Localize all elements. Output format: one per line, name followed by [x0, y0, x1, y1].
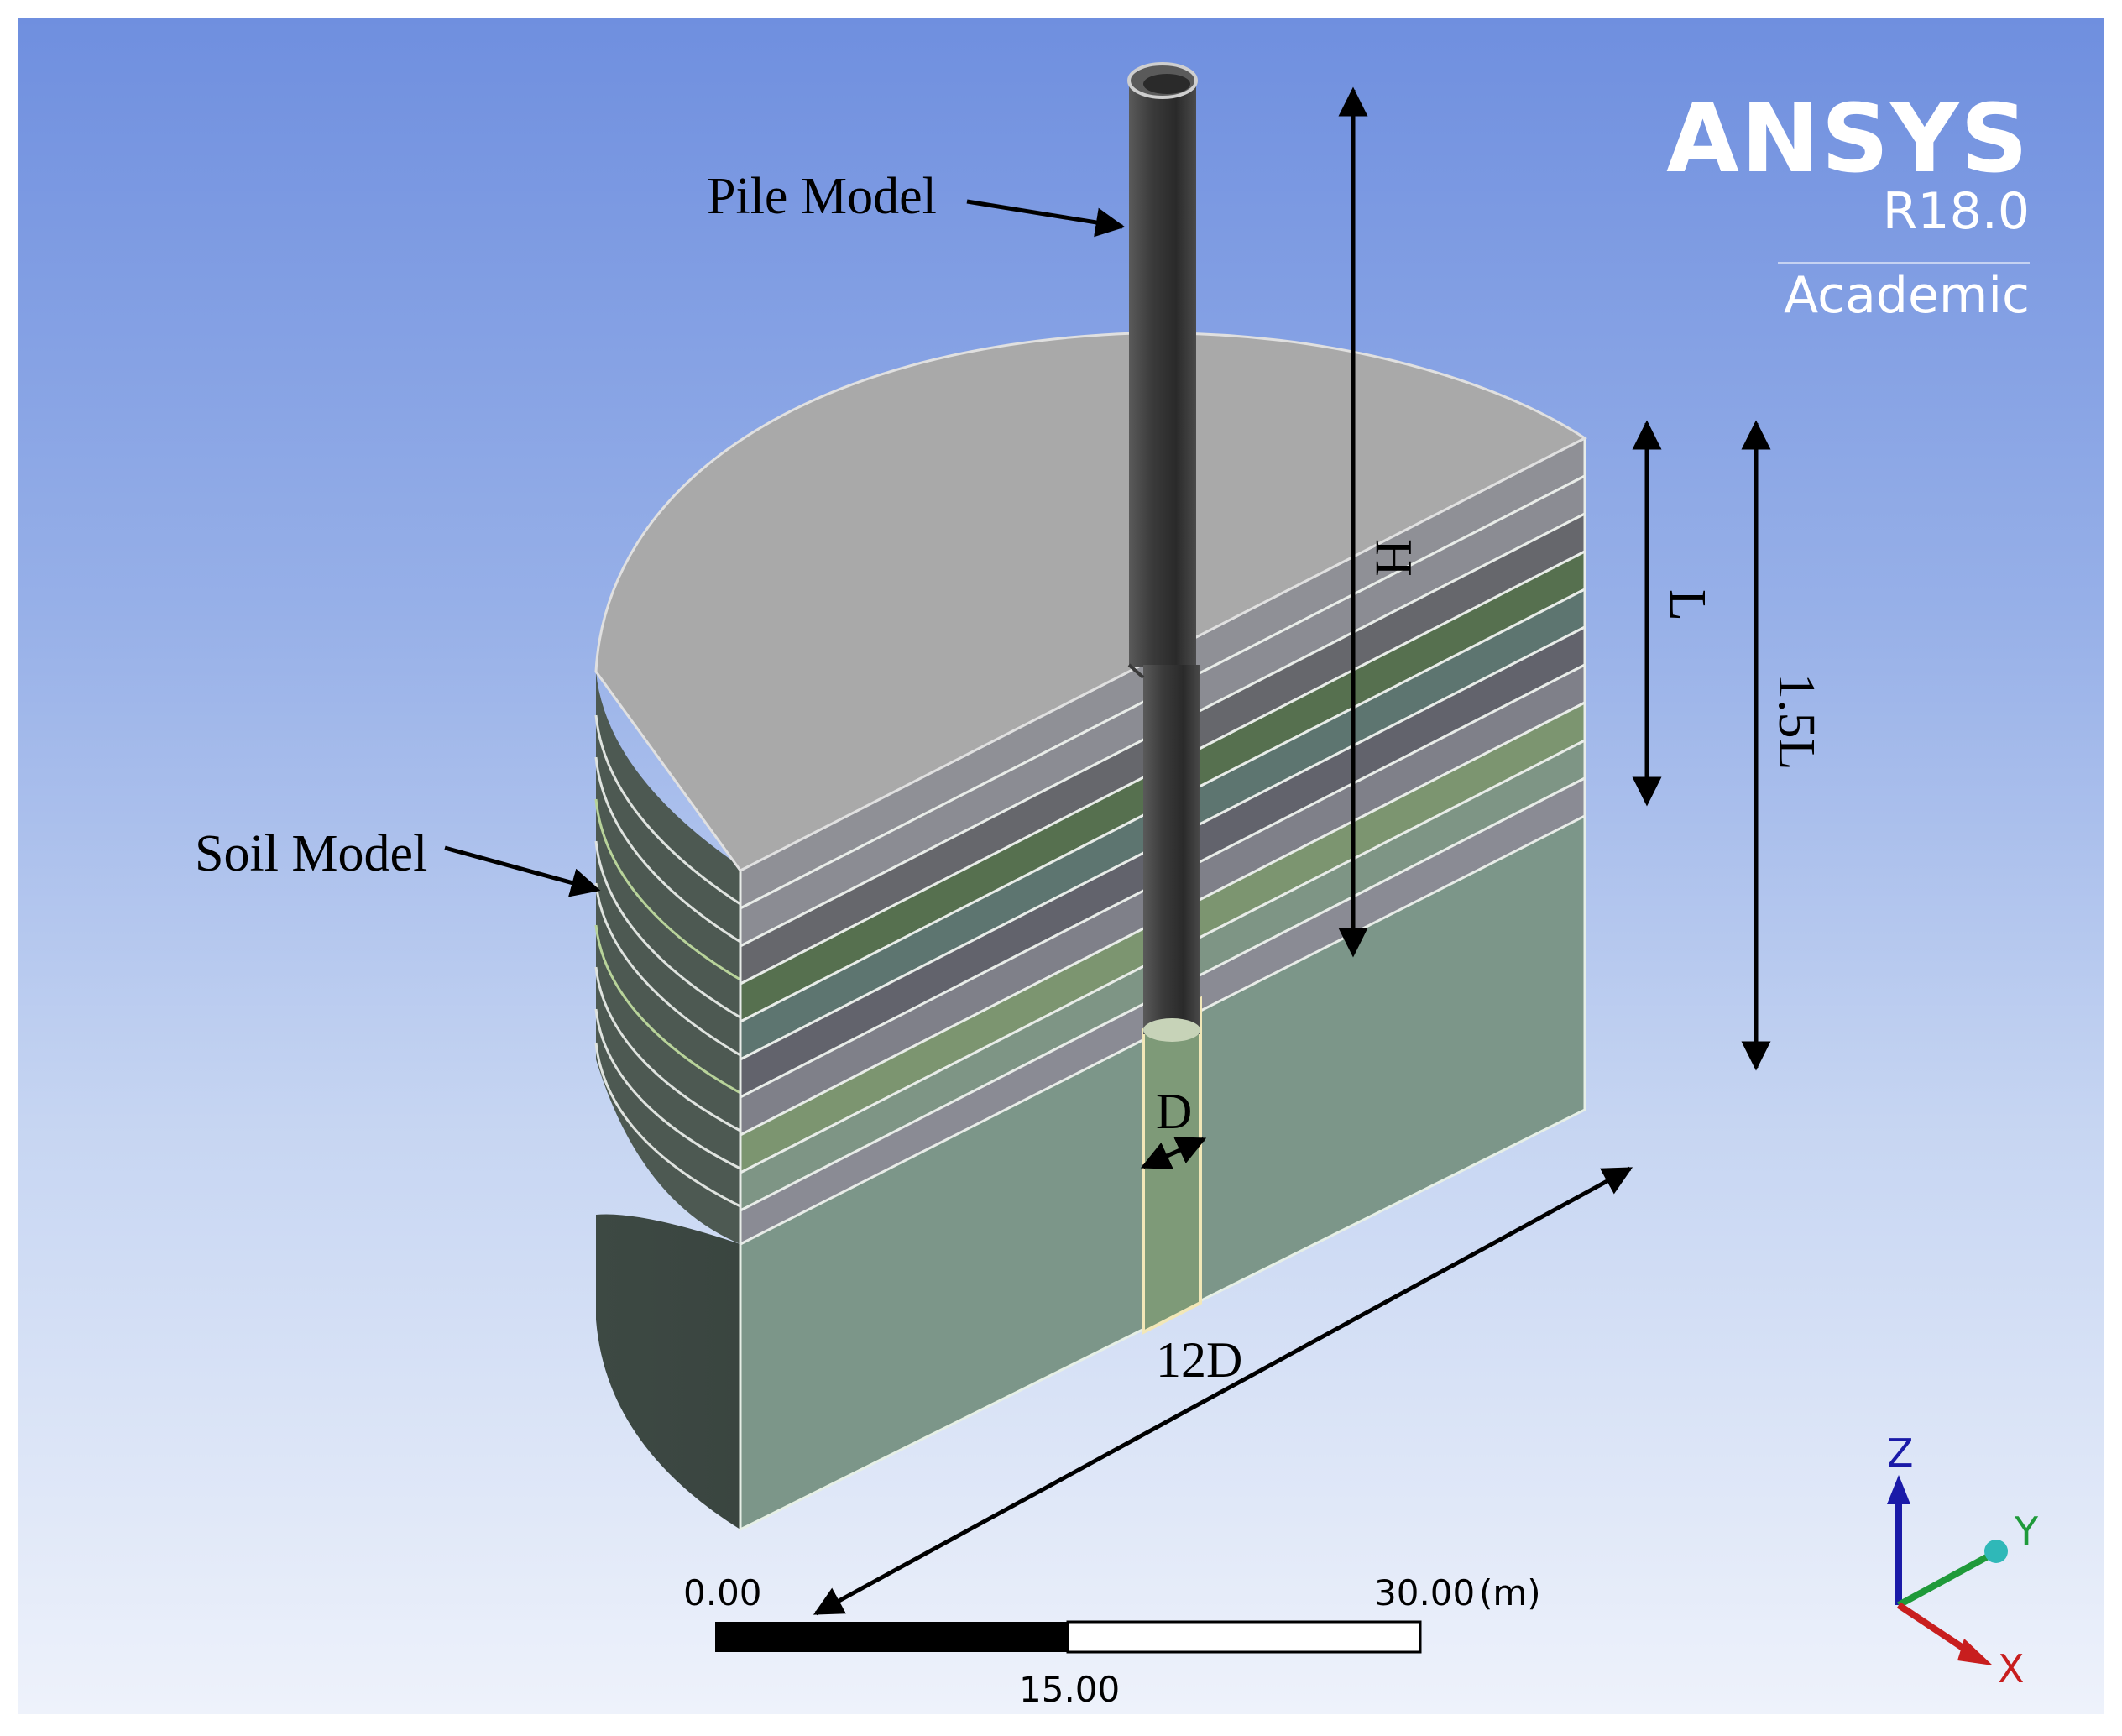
- x-axis-label: X: [1998, 1646, 2025, 1692]
- graphics-viewport[interactable]: Pile Model Soil Model H L 1.5L D 12D 0.0…: [18, 18, 2104, 1714]
- pile[interactable]: [1127, 62, 1200, 1042]
- width-dimension-arrow: [813, 1166, 1633, 1616]
- diameter-label: D: [1156, 1084, 1192, 1139]
- scale-min-label: 0.00: [683, 1572, 762, 1613]
- ansys-version: R18.0: [1882, 182, 2030, 241]
- soil-left-side-layers: [594, 672, 741, 1244]
- pile-pointer-arrow: [966, 199, 1126, 238]
- depth-label: 1.5L: [1768, 673, 1825, 770]
- scale-bar: 0.00 30.00 (m) 15.00: [683, 1572, 1541, 1710]
- annotation-arrows: [444, 86, 1771, 1616]
- soil-pointer-arrow: [444, 845, 601, 897]
- diameter-dimension-arrow: [1140, 1137, 1207, 1169]
- pile-slot: [1142, 996, 1202, 1336]
- pile-model-label: Pile Model: [707, 168, 937, 225]
- ansys-edition: Academic: [1784, 266, 2030, 325]
- soil-model-label: Soil Model: [195, 825, 427, 882]
- height-label: H: [1365, 539, 1422, 577]
- z-axis-label: Z: [1887, 1430, 1914, 1476]
- y-axis-label: Y: [2014, 1509, 2039, 1554]
- scale-unit-label: (m): [1479, 1572, 1541, 1613]
- scale-max-label: 30.00: [1374, 1572, 1475, 1613]
- soil-left-side-base: [596, 1214, 740, 1529]
- model-scene[interactable]: Pile Model Soil Model H L 1.5L D 12D 0.0…: [18, 18, 2104, 1714]
- length-label: L: [1659, 589, 1716, 621]
- scale-mid-label: 15.00: [1019, 1669, 1120, 1710]
- axis-triad[interactable]: Z Y X: [1887, 1430, 2039, 1692]
- width-label: 12D: [1156, 1332, 1242, 1388]
- ansys-logo-text: ANSYS: [1666, 85, 2030, 194]
- brand-divider: [1778, 262, 2030, 264]
- soil-top-surface[interactable]: [594, 332, 1587, 872]
